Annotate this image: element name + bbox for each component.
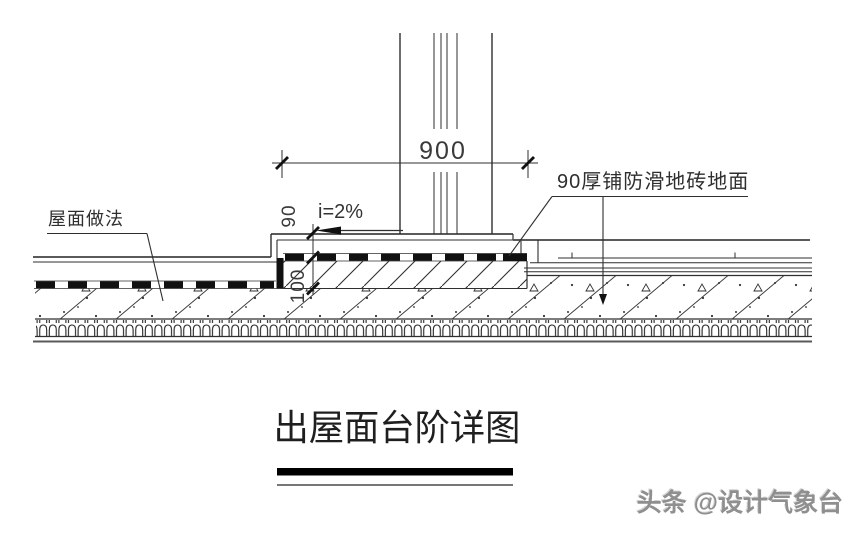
roof-method-label: 屋面做法 bbox=[48, 209, 124, 229]
tile-thickness-dim-text: 90 bbox=[279, 204, 300, 228]
dimension-chain-vertical bbox=[306, 224, 320, 296]
title-underline bbox=[277, 468, 513, 486]
roof-buildup-left bbox=[33, 256, 283, 289]
dimension-900-text: 900 bbox=[419, 137, 467, 165]
slope-label: i=2% bbox=[318, 201, 364, 223]
drawing-title: 出屋面台阶详图 bbox=[273, 407, 521, 448]
dimension-900 bbox=[272, 150, 538, 178]
step-height-dim-text: 100 bbox=[288, 268, 309, 304]
step-platform bbox=[270, 233, 528, 289]
corrugated-deck-layer bbox=[33, 320, 812, 343]
leader-roof-method bbox=[47, 232, 164, 302]
leader-tile-floor bbox=[508, 195, 748, 305]
watermark-text: 头条 @设计气象台 bbox=[636, 489, 843, 517]
tile-floor-label: 90厚铺防滑地砖地面 bbox=[557, 171, 750, 193]
floor-buildup-right bbox=[513, 239, 812, 273]
structural-slab-layer bbox=[35, 274, 812, 320]
slope-arrow bbox=[316, 226, 403, 235]
exhaust-column bbox=[399, 33, 493, 234]
